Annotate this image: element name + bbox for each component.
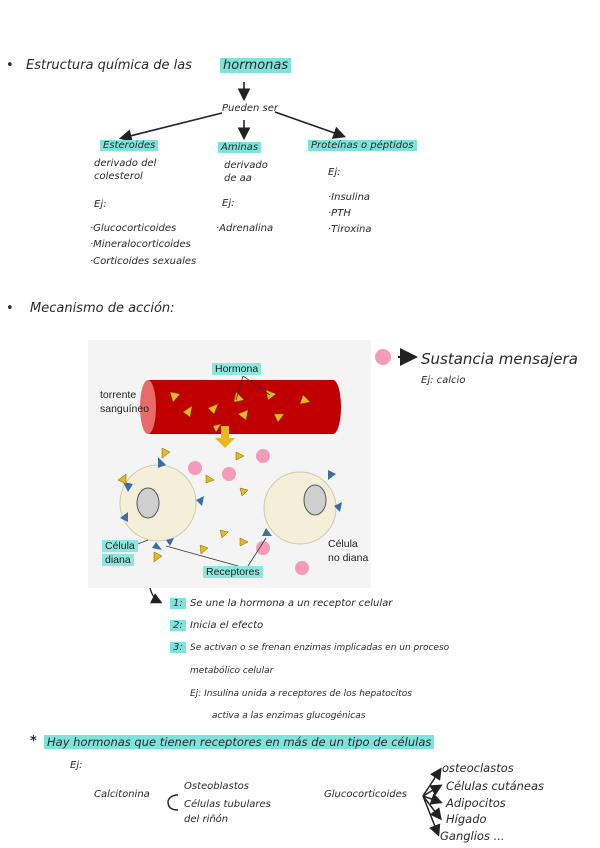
example-line-1: Ej: Insulina unida a receptores de los h… [190, 689, 412, 699]
section2-title: Mecanismo de acción: [30, 301, 175, 316]
esteroides-item: ·Corticoides sexuales [90, 256, 197, 267]
aminas-ej: Ej: [222, 198, 235, 209]
step-3-text: Se activan o se frenan enzimas implicada… [190, 643, 450, 653]
example-line-2: activa a las enzimas glucogénicas [212, 711, 366, 721]
section3-title: Hay hormonas que tienen receptores en má… [44, 735, 435, 749]
figure-drawing [117, 375, 342, 575]
esteroides-item: ·Mineralocorticoides [90, 239, 191, 250]
label-no-diana-1: Célula [328, 538, 358, 550]
bullet-1: • [6, 58, 14, 73]
calcitonina: Calcitonina [94, 789, 150, 800]
proteinas-item: ·Tiroxina [328, 224, 372, 235]
calcitonina-target: Osteoblastos [184, 781, 249, 792]
proteinas-item: ·Insulina [328, 192, 371, 203]
glucocorticoides: Glucocorticoides [324, 789, 408, 800]
label-torrente: torrente [100, 389, 137, 401]
section1-title-highlight: hormonas [220, 58, 292, 73]
aminas-desc-1: derivado [224, 160, 268, 171]
hormone-mechanism-figure: Hormona torrente sanguíneo Célula diana … [88, 340, 371, 588]
esteroides-desc-1: derivado del [94, 158, 157, 169]
step-2-text: Inicia el efecto [190, 620, 264, 631]
blood-vessel [148, 380, 333, 434]
label-hormona: Hormona [212, 363, 262, 375]
esteroides-ej: Ej: [94, 199, 107, 210]
gluco-target: Adipocitos [446, 796, 506, 810]
aminas-desc-2: de aa [224, 173, 252, 184]
step-1-text: Se une la hormona a un receptor celular [190, 598, 393, 609]
esteroides-desc-2: colesterol [94, 171, 143, 182]
label-celula-diana-1: Célula [102, 540, 138, 552]
step-1-num: 1: [170, 598, 186, 609]
step-2-num: 2: [170, 620, 186, 631]
non-target-cell [263, 471, 337, 545]
label-receptores: Receptores [203, 566, 263, 578]
gluco-target: Ganglios ... [440, 829, 505, 843]
heading-aminas: Aminas [218, 142, 262, 153]
label-celula-diana-2: diana [102, 554, 134, 566]
gluco-target: Hígado [446, 812, 487, 826]
gluco-target: osteoclastos [442, 761, 514, 775]
gluco-target: Células cutáneas [446, 779, 545, 793]
section1-title: Estructura química de las [26, 58, 192, 73]
calcitonina-target: Células tubulares [184, 799, 271, 810]
legend-ej-calcio: Ej: calcio [421, 375, 466, 386]
step-3-continuation: metabólico celular [190, 666, 274, 676]
step-3-num: 3: [170, 642, 186, 653]
legend-sustancia-mensajera: Sustancia mensajera [421, 350, 578, 368]
proteinas-item: ·PTH [328, 208, 351, 219]
heading-proteinas: Proteínas o péptidos [308, 140, 417, 151]
bullet-2: • [6, 301, 14, 316]
heading-esteroides: Esteroides [100, 140, 159, 151]
calcitonina-target: del riñón [184, 814, 229, 825]
aminas-item: ·Adrenalina [216, 223, 274, 234]
esteroides-item: ·Glucocorticoides [90, 223, 177, 234]
label-no-diana-2: no diana [328, 552, 369, 564]
label-sanguineo: sanguíneo [100, 403, 150, 415]
star-marker: * [30, 734, 37, 749]
section3-ej: Ej: [70, 760, 83, 771]
proteinas-ej: Ej: [328, 167, 341, 178]
pueden-ser: Pueden ser [222, 103, 279, 114]
